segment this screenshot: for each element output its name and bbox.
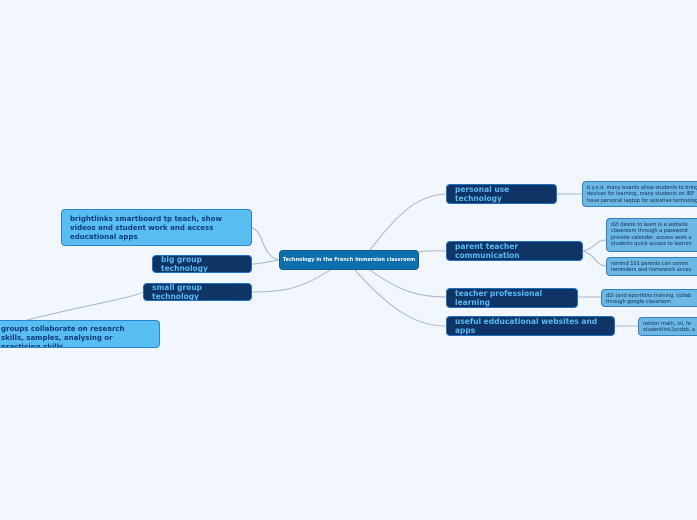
connector-root-small-group: [251, 269, 331, 293]
connector-root-big-group: [251, 259, 280, 265]
topic-useful-educational-websites[interactable]: useful edducational websites and apps: [446, 316, 615, 336]
connector-root-personal: [369, 193, 447, 251]
connector-root-brightlinks: [251, 227, 280, 261]
connector-root-parent: [418, 250, 447, 253]
topic-teacher-professional-learning[interactable]: teacher professional learning: [446, 288, 578, 308]
connector-root-websites: [354, 269, 447, 327]
detail-byod[interactable]: b.y.o.d. many boards allow students to b…: [582, 181, 697, 207]
topic-personal-use-technology[interactable]: personal use technology: [446, 184, 557, 204]
topic-brightlinks-smartboard[interactable]: brightlinks smartboard tp teach, show vi…: [61, 209, 252, 246]
detail-remind-101[interactable]: remind 101 parents can comm reminders an…: [606, 257, 697, 276]
connector-parent-d2l: [582, 239, 607, 252]
connector-root-professional: [369, 269, 447, 298]
topic-small-group-technology[interactable]: small group technology: [143, 283, 252, 301]
topic-groups-collaborate[interactable]: groups collaborate on research skills, s…: [0, 320, 160, 348]
detail-netoor-math[interactable]: netoor math, ixl, fe studentlink2ycdsb, …: [638, 317, 697, 336]
central-topic[interactable]: Technology in the French Immersion class…: [279, 250, 419, 270]
connector-parent-remind: [582, 250, 607, 267]
detail-d2l-desire-to-learn[interactable]: d2l desire to learn is a website classro…: [606, 218, 697, 252]
topic-parent-teacher-communication[interactable]: parent teacher communication: [446, 241, 583, 261]
detail-d2l-eportfolio[interactable]: d2l (and eportfolio training, collab thr…: [601, 289, 697, 307]
connector-small-group-research: [0, 291, 144, 330]
topic-big-group-technology[interactable]: big group technology: [152, 255, 252, 273]
